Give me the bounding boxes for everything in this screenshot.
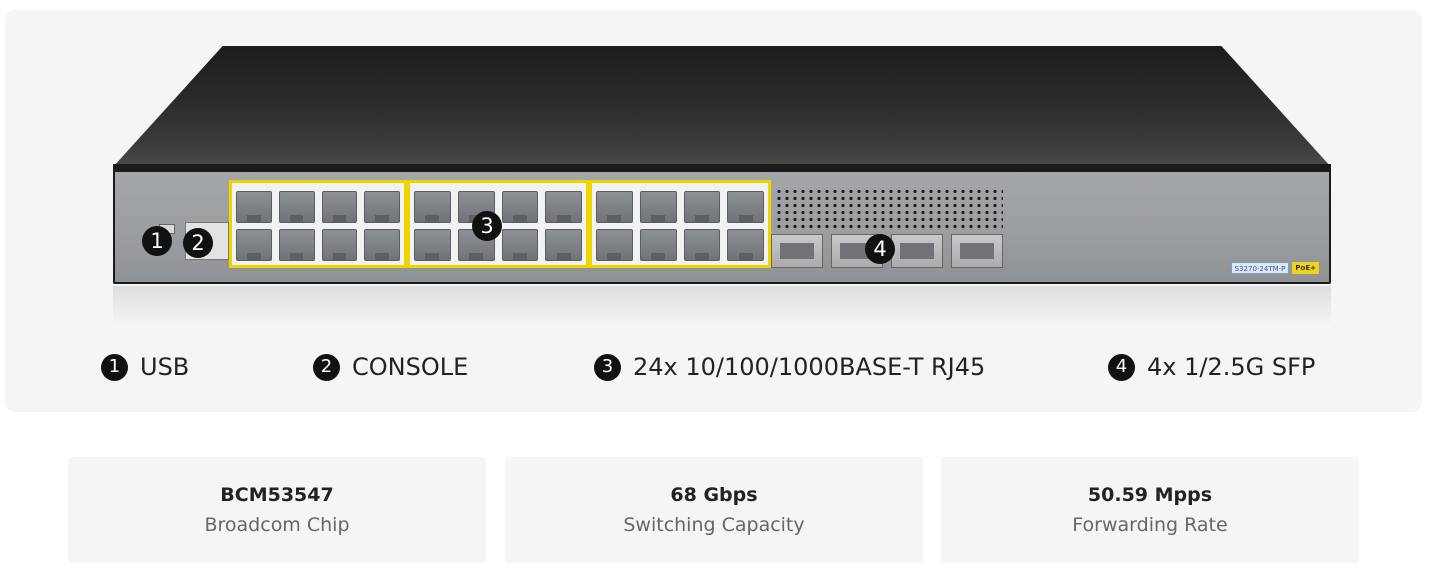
rj45-port: [727, 229, 764, 261]
legend-marker-1: 1: [101, 353, 128, 381]
marker-1: 1: [142, 226, 172, 256]
spec-card-chip: BCM53547 Broadcom Chip: [68, 457, 486, 563]
legend-rj45: 3 24x 10/100/1000BASE-T RJ45: [594, 352, 985, 382]
marker-2: 2: [183, 228, 213, 258]
rj45-port: [236, 229, 272, 261]
switch-top-cover: [113, 46, 1331, 167]
rj45-port: [321, 191, 358, 223]
rj45-port: [236, 191, 272, 223]
legend-marker-4: 4: [1108, 353, 1135, 381]
rj45-port: [545, 229, 582, 261]
spec-card-forwarding-rate: 50.59 Mpps Forwarding Rate: [941, 457, 1359, 563]
poe-label: PoE+: [1292, 262, 1319, 274]
rj45-port: [364, 191, 400, 223]
rj45-port: [683, 229, 721, 261]
legend-label: USB: [140, 353, 190, 381]
spec-label: Forwarding Rate: [1072, 514, 1228, 536]
rj45-port: [501, 191, 539, 223]
marker-4: 4: [865, 234, 895, 264]
legend-usb: 1 USB: [101, 352, 189, 382]
rj45-port: [278, 191, 315, 223]
ventilation-grille: [775, 188, 1003, 230]
spec-value: 50.59 Mpps: [1087, 484, 1213, 506]
spec-card-switching-capacity: 68 Gbps Switching Capacity: [505, 457, 923, 563]
rj45-port: [596, 191, 633, 223]
legend-console: 2 CONSOLE: [313, 352, 468, 382]
model-label: S3270-24TM-P: [1230, 262, 1290, 274]
product-hero: S3270-24TM-P PoE+ 1 2 3 4 1 USB 2 CONSOL…: [5, 10, 1422, 412]
rj45-port: [414, 191, 451, 223]
rj45-port: [596, 229, 633, 261]
rj45-port-group-1: [229, 180, 407, 268]
rj45-port: [727, 191, 764, 223]
rj45-port-group-3: [589, 180, 771, 268]
marker-3: 3: [472, 211, 502, 241]
spec-label: Switching Capacity: [623, 514, 805, 536]
spec-value: BCM53547: [220, 484, 334, 506]
sfp-port: [951, 234, 1003, 268]
sfp-port: [891, 234, 943, 268]
rj45-port: [321, 229, 358, 261]
model-badge: S3270-24TM-P PoE+: [1230, 262, 1319, 274]
switch-reflection: [113, 286, 1331, 326]
rj45-port: [278, 229, 315, 261]
legend-label: 24x 10/100/1000BASE-T RJ45: [633, 353, 986, 381]
spec-value: 68 Gbps: [670, 484, 758, 506]
legend-marker-2: 2: [313, 353, 340, 381]
rj45-port: [414, 229, 451, 261]
rj45-port-group-2: [407, 180, 589, 268]
legend-sfp: 4 4x 1/2.5G SFP: [1108, 352, 1315, 382]
legend-label: 4x 1/2.5G SFP: [1147, 353, 1316, 381]
switch-front-panel: S3270-24TM-P PoE+: [113, 172, 1331, 284]
rj45-port: [501, 229, 539, 261]
spec-label: Broadcom Chip: [204, 514, 350, 536]
rj45-port: [639, 191, 677, 223]
rj45-port: [683, 191, 721, 223]
switch-image: S3270-24TM-P PoE+: [113, 46, 1331, 326]
switch-front-edge: [113, 164, 1331, 172]
rj45-port: [545, 191, 582, 223]
legend-label: CONSOLE: [352, 353, 469, 381]
legend-marker-3: 3: [594, 353, 621, 381]
sfp-port: [771, 234, 823, 268]
rj45-port: [364, 229, 400, 261]
rj45-port: [639, 229, 677, 261]
